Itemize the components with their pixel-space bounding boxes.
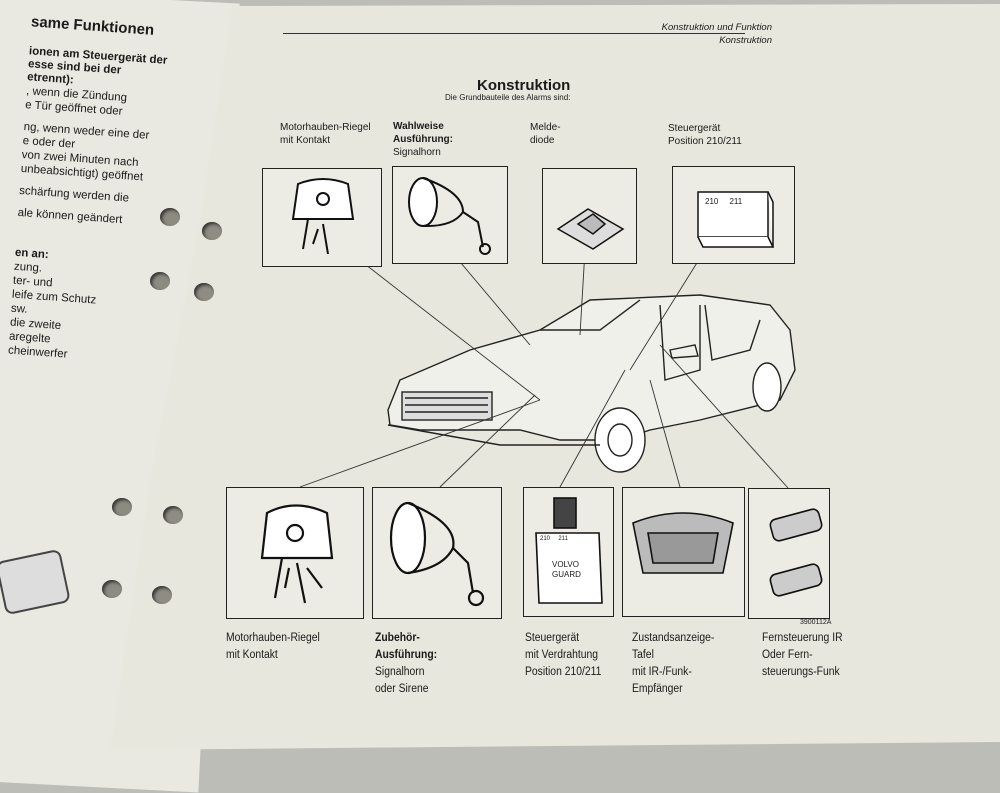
label-line: mit Kontakt [226,649,278,661]
hood-latch-box [226,487,364,619]
bottom-label-status-panel: Zustandsanzeige- Tafel mit IR-/Funk- Empfän… [632,630,714,698]
led-box-top [542,168,637,264]
status-panel-icon [632,512,734,574]
hood-latch-box-top [262,168,382,267]
punch-hole [194,283,214,301]
volvo-text: VOLVO [552,560,579,569]
label-line: steuerungs-Funk [762,666,840,678]
label-line: Fernsteuerung IR [762,632,843,644]
top-label-led: Melde-diode [530,121,561,147]
control-unit-wiring-icon [535,497,603,604]
label-line: diode [530,135,555,146]
control-unit-box: 210 211 VOLVO GUARD [523,487,614,617]
label-line: Signalhorn [375,666,425,678]
label-line: Melde- [530,122,561,133]
label-line: mit Kontakt [280,135,331,146]
status-panel-box [622,487,745,617]
punch-hole [163,506,183,524]
label-line: Steuergerät [668,123,721,134]
leader-lines [299,229,789,489]
led-icon [556,208,625,250]
header-rule [283,33,745,34]
horn-box [372,487,502,619]
label-line: Wahlweise [393,121,444,132]
label-line: Zubehör- [375,632,420,644]
label-line: Position 210/211 [525,666,602,678]
header-section: Konstruktion und Funktion [661,22,772,33]
car-outline [387,294,796,473]
control-unit-pin-label: 210 211 [705,197,743,206]
figure-number: 3900112A [800,619,832,626]
bottom-label-remote: Fernsteuerung IR Oder Fern-steuerungs-Fun… [762,630,843,681]
punch-hole [152,586,172,604]
horn-siren-icon [389,501,485,607]
remote-control-box [748,488,830,619]
top-label-hood-latch: Motorhauben-Riegel mit Kontakt [280,121,371,147]
label-line: Ausführung: [375,649,438,661]
label-line: mit Verdrahtung [525,649,599,661]
header-subsection: Konstruktion [719,35,772,46]
pin-label: 210 211 [540,536,568,542]
label-line: Position 210/211 [668,136,742,147]
punch-hole [202,222,222,240]
horn-icon [408,177,491,255]
page-subtitle: Die Grundbauteile des Alarms sind: [445,93,571,102]
label-line: Ausführung: [393,134,453,145]
label-line: Motorhauben-Riegel [280,122,371,133]
punch-hole [102,580,122,598]
guard-text: GUARD [552,570,581,579]
label-line: Empfänger [632,683,683,695]
control-unit-box-top: 210 211 [672,166,795,264]
bottom-label-hood-latch: Motorhauben-Riegel mit Kontakt [226,630,320,664]
label-line: oder Sirene [375,683,429,695]
remote-control-icon [769,508,823,597]
control-unit-icon [697,191,775,248]
punch-hole [160,208,180,226]
car-illustration [299,229,796,489]
page-title: Konstruktion [477,77,571,94]
hood-latch-icon [260,504,334,604]
label-line: Oder Fern- [762,649,813,661]
bottom-label-horn: Zubehör- Ausführung: Signalhorn oder Sirene [375,630,437,698]
label-line: Steuergerät [525,632,580,644]
label-line: Motorhauben-Riegel [226,632,320,644]
label-line: Zustandsanzeige- [632,632,715,644]
punch-hole [112,498,132,516]
horn-box-top [392,166,508,264]
label-line: Signalhorn [393,147,441,158]
punch-hole [150,272,170,290]
label-line: Tafel [632,649,654,661]
hood-latch-icon [291,178,355,255]
label-line: mit IR-/Funk- [632,666,692,678]
